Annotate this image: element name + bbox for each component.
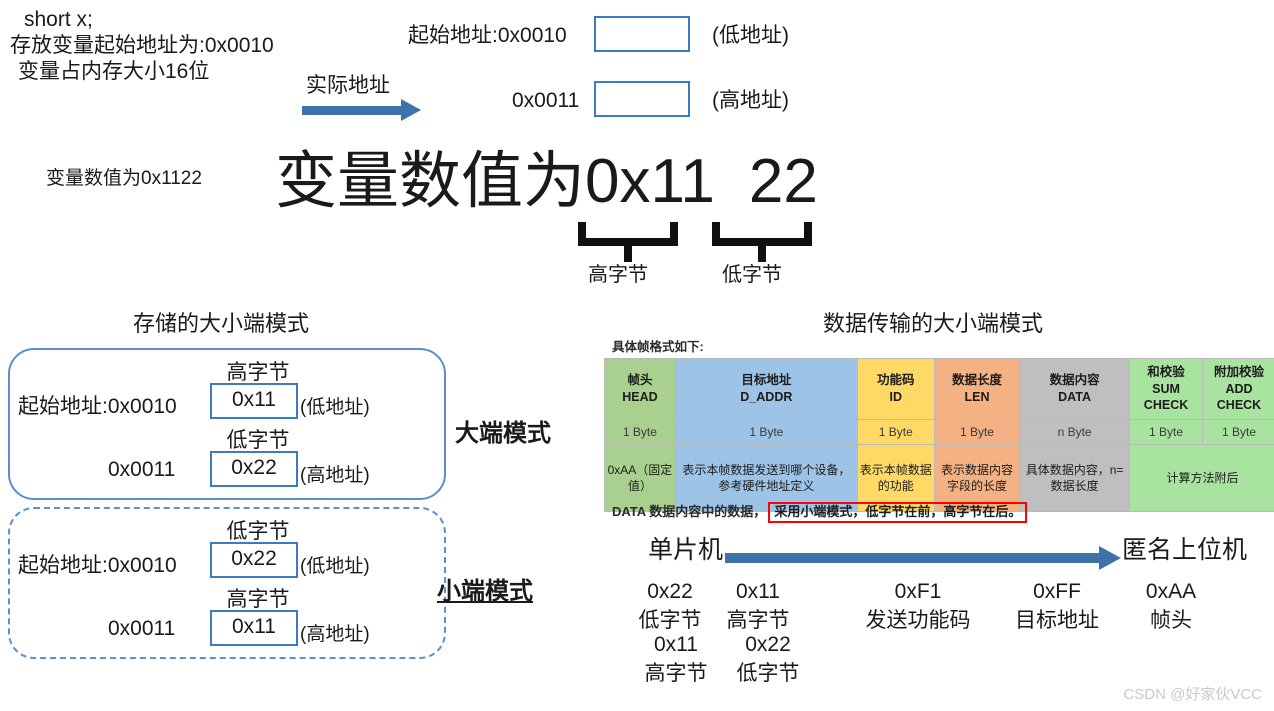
top-address-note-0: (低地址)	[712, 24, 789, 47]
flow-value-3-hex: 0xFF	[1033, 580, 1081, 603]
code-line-1: short x;	[24, 8, 93, 31]
flow-value-1: 0x11 高字节	[718, 580, 798, 634]
little-endian-note-1: (高地址)	[300, 624, 370, 645]
little-endian-addr-0: 起始地址:0x0010	[18, 554, 177, 577]
actual-address-arrow-icon	[302, 99, 421, 121]
flow-source-label: 单片机	[648, 536, 724, 564]
code-line-3: 变量占内存大小16位	[18, 60, 210, 84]
flow-target-label: 匿名上位机	[1122, 536, 1248, 564]
variable-value-high-part: 变量数值为0x11	[275, 147, 715, 216]
frame-size-len: 1 Byte	[933, 419, 1021, 445]
flow-value-0: 0x22 低字节	[630, 580, 710, 634]
variable-value-low-part: 22	[748, 147, 818, 216]
low-byte-brace-label: 低字节	[722, 264, 782, 286]
big-endian-panel: 高字节 起始地址:0x0010 0x11 (低地址) 低字节 0x0011 0x…	[8, 348, 446, 500]
flow-alt-value-1-hex: 0x22	[745, 633, 791, 656]
flow-value-0-hex: 0x22	[647, 580, 693, 603]
frame-table-desc-row: 0xAA（固定值） 表示本帧数据发送到哪个设备，参考硬件地址定义 表示本帧数据的…	[604, 444, 1274, 512]
little-endian-value-0: 0x22	[231, 547, 277, 570]
code-line-2: 存放变量起始地址为:0x0010	[10, 34, 274, 58]
flow-arrow-icon	[725, 546, 1121, 570]
high-byte-brace-icon	[578, 222, 678, 262]
big-endian-byte-label-1: 低字节	[226, 429, 290, 452]
little-endian-value-box-1[interactable]: 0x11	[210, 610, 298, 646]
frame-size-d-addr: 1 Byte	[674, 419, 858, 445]
flow-alt-value-1-label: 低字节	[736, 662, 800, 685]
frame-size-id: 1 Byte	[856, 419, 935, 445]
little-endian-panel: 低字节 起始地址:0x0010 0x22 (低地址) 高字节 0x0011 0x…	[8, 507, 446, 659]
flow-value-1-label: 高字节	[726, 609, 790, 632]
code-description-block: short x; 存放变量起始地址为:0x0010 变量占内存大小16位	[10, 8, 274, 86]
little-endian-byte-label-1: 高字节	[226, 588, 290, 611]
flow-value-3-label: 目标地址	[1015, 609, 1099, 632]
flow-value-4-hex: 0xAA	[1145, 580, 1197, 603]
big-endian-value-box-0[interactable]: 0x11	[210, 383, 298, 419]
flow-value-0-label: 低字节	[638, 609, 702, 632]
flow-value-4-label: 帧头	[1150, 609, 1192, 632]
flow-value-4: 0xAA 帧头	[1126, 580, 1216, 634]
flow-alt-value-0: 0x11 高字节	[636, 633, 716, 687]
big-endian-note-1: (高地址)	[300, 465, 370, 486]
little-endian-byte-label-0: 低字节	[226, 520, 290, 543]
frame-size-sum: 1 Byte	[1129, 419, 1203, 445]
little-endian-addr-1: 0x0011	[108, 617, 176, 640]
little-endian-value-1: 0x11	[232, 615, 276, 638]
big-endian-value-1: 0x22	[231, 456, 277, 479]
frame-desc-id: 表示本帧数据的功能	[856, 444, 935, 512]
big-endian-addr-1: 0x0011	[108, 458, 176, 481]
flow-value-2: 0xF1 发送功能码	[848, 580, 988, 634]
little-endian-note-0: (低地址)	[300, 556, 370, 577]
low-byte-brace-icon	[712, 222, 812, 262]
actual-address-label: 实际地址	[306, 74, 390, 97]
data-endian-note-highlight: 采用小端模式，低字节在前，高字节在后。	[768, 502, 1028, 523]
frame-size-data: n Byte	[1019, 419, 1131, 445]
top-address-label-0: 起始地址:0x0010	[408, 24, 567, 47]
big-endian-value-box-1[interactable]: 0x22	[210, 451, 298, 487]
little-endian-value-box-0[interactable]: 0x22	[210, 542, 298, 578]
flow-value-3: 0xFF 目标地址	[998, 580, 1116, 634]
frame-desc-checksum-merged: 计算方法附后	[1129, 444, 1274, 512]
memory-cell-1[interactable]	[594, 81, 690, 117]
frame-size-head: 1 Byte	[604, 419, 676, 445]
frame-desc-head: 0xAA（固定值）	[604, 444, 676, 512]
flow-value-1-hex: 0x11	[736, 580, 780, 603]
frame-desc-d-addr: 表示本帧数据发送到哪个设备，参考硬件地址定义	[674, 444, 858, 512]
transmission-section-title: 数据传输的大小端模式	[823, 311, 1044, 336]
big-endian-addr-0: 起始地址:0x0010	[18, 395, 177, 418]
flow-alt-value-1: 0x22 低字节	[728, 633, 808, 687]
variable-value-small-label: 变量数值为0x1122	[46, 168, 202, 189]
big-endian-value-0: 0x11	[232, 388, 276, 411]
variable-value-big: 变量数值为0x11 22	[275, 146, 818, 217]
frame-desc-len: 表示数据内容字段的长度	[933, 444, 1021, 512]
watermark: CSDN @好家伙VCC	[1123, 685, 1262, 703]
frame-table-caption: 具体帧格式如下:	[612, 340, 704, 354]
frame-size-add: 1 Byte	[1202, 419, 1274, 445]
frame-table-size-row: 1 Byte 1 Byte 1 Byte 1 Byte n Byte 1 Byt…	[604, 419, 1274, 445]
big-endian-mode-label: 大端模式	[455, 420, 551, 447]
memory-cell-0[interactable]	[594, 16, 690, 52]
storage-section-title: 存储的大小端模式	[133, 311, 310, 336]
flow-value-2-hex: 0xF1	[894, 580, 942, 603]
flow-alt-value-0-hex: 0x11	[654, 633, 698, 656]
little-endian-mode-label: 小端模式	[437, 578, 533, 605]
data-endian-note-prefix: DATA 数据内容中的数据，	[612, 504, 767, 519]
flow-value-2-label: 发送功能码	[865, 609, 971, 632]
high-byte-brace-label: 高字节	[588, 264, 648, 286]
frame-desc-data: 具体数据内容，n=数据长度	[1019, 444, 1131, 512]
top-address-label-1: 0x0011	[512, 89, 580, 112]
big-endian-note-0: (低地址)	[300, 397, 370, 418]
big-endian-byte-label-0: 高字节	[226, 361, 290, 384]
data-endian-note: DATA 数据内容中的数据， 采用小端模式，低字节在前，高字节在后。	[612, 502, 1028, 523]
flow-alt-value-0-label: 高字节	[644, 662, 708, 685]
top-address-note-1: (高地址)	[712, 89, 789, 112]
